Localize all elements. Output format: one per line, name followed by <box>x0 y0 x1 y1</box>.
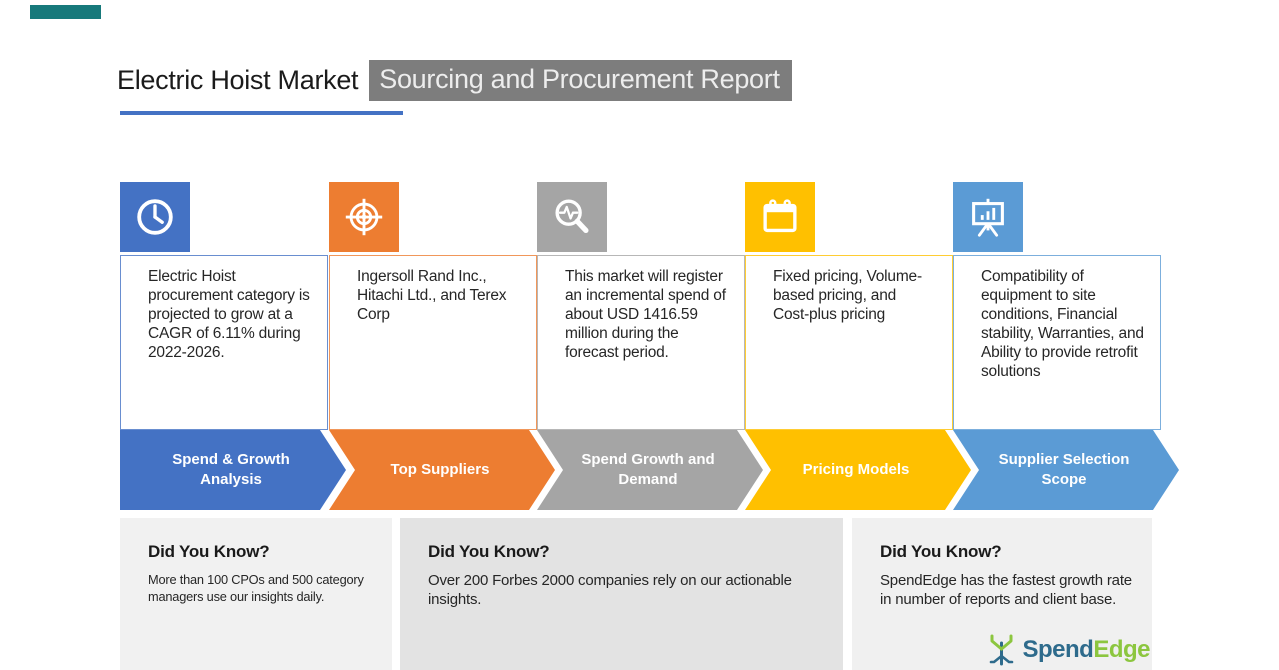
magnifier-pulse-icon <box>537 182 607 252</box>
process-arrows: Spend & Growth Analysis Top Suppliers Sp… <box>0 430 1279 510</box>
column-text: Fixed pricing, Volume-based pricing, and… <box>773 268 922 323</box>
column-text-box: This market will register an incremental… <box>537 255 745 430</box>
banner-supplier-selection-scope: Supplier Selection Scope <box>953 430 1179 510</box>
presentation-chart-icon <box>953 182 1023 252</box>
spendedge-logo: SpendEdge <box>986 633 1150 667</box>
spendedge-logo-icon <box>986 633 1017 667</box>
column-text-box: Ingersoll Rand Inc., Hitachi Ltd., and T… <box>329 255 537 430</box>
did-you-know-heading: Did You Know? <box>148 542 270 561</box>
teal-brand-bar <box>30 5 101 19</box>
title-subtitle-chip: Sourcing and Procurement Report <box>369 60 792 101</box>
summary-columns: Electric Hoist procurement category is p… <box>120 182 1162 430</box>
column-pricing-models: Fixed pricing, Volume-based pricing, and… <box>745 182 953 430</box>
column-text: Compatibility of equipment to site condi… <box>981 268 1144 380</box>
spendedge-logo-text: SpendEdge <box>1022 636 1150 664</box>
title-text: Electric Hoist Market <box>117 65 359 95</box>
did-you-know-heading: Did You Know? <box>880 542 1002 561</box>
column-text-box: Compatibility of equipment to site condi… <box>953 255 1161 430</box>
clock-icon <box>120 182 190 252</box>
column-spend-growth-demand: This market will register an incremental… <box>537 182 745 430</box>
banner-spend-growth-demand: Spend Growth and Demand <box>537 430 763 510</box>
calendar-icon <box>745 182 815 252</box>
column-text: This market will register an incremental… <box>565 268 726 361</box>
column-top-suppliers: Ingersoll Rand Inc., Hitachi Ltd., and T… <box>329 182 537 430</box>
banner-spend-growth-analysis: Spend & Growth Analysis <box>120 430 346 510</box>
column-text: Electric Hoist procurement category is p… <box>148 268 310 361</box>
column-text-box: Electric Hoist procurement category is p… <box>120 255 328 430</box>
did-you-know-heading: Did You Know? <box>428 542 550 561</box>
column-spend-growth-analysis: Electric Hoist procurement category is p… <box>120 182 328 430</box>
banner-top-suppliers: Top Suppliers <box>329 430 555 510</box>
target-icon <box>329 182 399 252</box>
did-you-know-box-2: Did You Know? Over 200 Forbes 2000 compa… <box>400 518 843 670</box>
did-you-know-text: Over 200 Forbes 2000 companies rely on o… <box>428 572 792 608</box>
page-title: Electric Hoist Market Sourcing and Procu… <box>117 60 792 101</box>
did-you-know-text: More than 100 CPOs and 500 category mana… <box>148 572 364 604</box>
title-underline <box>120 111 403 115</box>
did-you-know-box-1: Did You Know? More than 100 CPOs and 500… <box>120 518 392 670</box>
did-you-know-text: SpendEdge has the fastest growth rate in… <box>880 572 1132 608</box>
column-supplier-selection: Compatibility of equipment to site condi… <box>953 182 1161 430</box>
logo-spend-text: Spend <box>1022 636 1094 663</box>
logo-edge-text: Edge <box>1093 636 1150 663</box>
did-you-know-box-3: Did You Know? SpendEdge has the fastest … <box>852 518 1152 670</box>
column-text-box: Fixed pricing, Volume-based pricing, and… <box>745 255 953 430</box>
banner-pricing-models: Pricing Models <box>745 430 971 510</box>
column-text: Ingersoll Rand Inc., Hitachi Ltd., and T… <box>357 268 507 323</box>
